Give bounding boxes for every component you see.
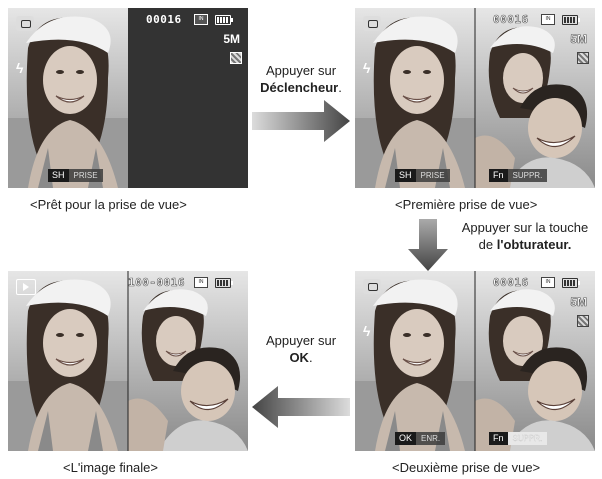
- instruction-step-2: Appuyer sur la touche de l'obturateur.: [452, 219, 598, 253]
- flash-icon: ϟ: [363, 60, 371, 76]
- instruction-text: .: [338, 80, 342, 95]
- quality-icon: [577, 315, 589, 327]
- shot-counter: 00016: [493, 13, 529, 27]
- photo-final-combined: [8, 271, 248, 451]
- instruction-text: Appuyer sur: [265, 333, 337, 348]
- instruction-key: OK: [289, 350, 309, 365]
- caption-first-shot: <Première prise de vue>: [395, 197, 538, 212]
- softkey-delete: Fn SUPPR.: [489, 169, 548, 182]
- card-icon: IN: [541, 277, 555, 288]
- softkey-badge: SH: [48, 169, 69, 182]
- screen-second-shot: ϟ 00016 IN 5M OK ENR. Fn SUPPR.: [355, 271, 595, 451]
- photo-first-and-live: [355, 8, 595, 188]
- card-icon: IN: [541, 14, 555, 25]
- card-icon: IN: [194, 14, 208, 25]
- softkey-badge: Fn: [489, 432, 508, 445]
- softkey-save: OK ENR.: [395, 432, 446, 445]
- arrow-left-icon: [252, 386, 350, 428]
- instruction-text: de: [478, 237, 497, 252]
- instruction-text: .: [308, 350, 313, 365]
- shot-counter: 00016: [493, 276, 529, 290]
- arrow-right-icon: [252, 100, 350, 142]
- softkey-badge: OK: [395, 432, 417, 445]
- card-icon: IN: [194, 277, 208, 288]
- softkey-label: SUPPR.: [507, 432, 548, 445]
- battery-icon: [215, 278, 233, 288]
- empty-half-panel: [128, 8, 248, 188]
- camera-mode-icon: [363, 279, 381, 294]
- arrow-down-icon: [408, 219, 448, 271]
- image-size: 5M: [570, 295, 587, 310]
- battery-icon: [215, 15, 233, 25]
- quality-icon: [230, 52, 242, 64]
- instruction-key: l'obturateur.: [496, 237, 572, 252]
- battery-icon: [562, 278, 580, 288]
- screen-first-shot: ϟ 00016 IN 5M SH PRISE Fn SUPPR.: [355, 8, 595, 188]
- caption-ready: <Prêt pour la prise de vue>: [30, 197, 187, 212]
- instruction-key: Déclencheur: [260, 80, 339, 95]
- instruction-text: Appuyer sur: [265, 63, 337, 78]
- flash-icon: ϟ: [363, 323, 371, 339]
- battery-icon: [562, 15, 580, 25]
- camera-mode-icon: [363, 16, 381, 31]
- softkey-label: ENR.: [416, 432, 446, 445]
- instruction-step-3: Appuyer sur OK.: [255, 332, 347, 366]
- quality-icon: [577, 52, 589, 64]
- softkey-shutter: SH PRISE: [395, 169, 450, 182]
- camera-mode-icon: [16, 16, 34, 31]
- photo-both-shots: [355, 271, 595, 451]
- softkey-delete: Fn SUPPR.: [489, 432, 548, 445]
- screen-ready-to-shoot: ϟ 00016 IN 5M SH PRISE: [8, 8, 248, 188]
- caption-final-image: <L'image finale>: [63, 460, 158, 475]
- instruction-step-1: Appuyer sur Déclencheur.: [255, 62, 347, 96]
- softkey-label: SUPPR.: [507, 169, 548, 182]
- softkey-label: PRISE: [68, 169, 103, 182]
- image-size: 5M: [570, 32, 587, 47]
- flash-icon: ϟ: [16, 60, 24, 76]
- playback-icon: [16, 279, 36, 295]
- caption-second-shot: <Deuxième prise de vue>: [392, 460, 541, 475]
- image-size: 5M: [223, 32, 240, 46]
- instruction-text: Appuyer sur la touche: [461, 220, 589, 235]
- softkey-badge: Fn: [489, 169, 508, 182]
- softkey-badge: SH: [395, 169, 416, 182]
- screen-final-image: 100-0016 IN: [8, 271, 248, 451]
- file-number: 100-0016: [128, 276, 185, 290]
- softkey-label: PRISE: [415, 169, 450, 182]
- shot-counter: 00016: [146, 13, 182, 26]
- softkey-shutter: SH PRISE: [48, 169, 103, 182]
